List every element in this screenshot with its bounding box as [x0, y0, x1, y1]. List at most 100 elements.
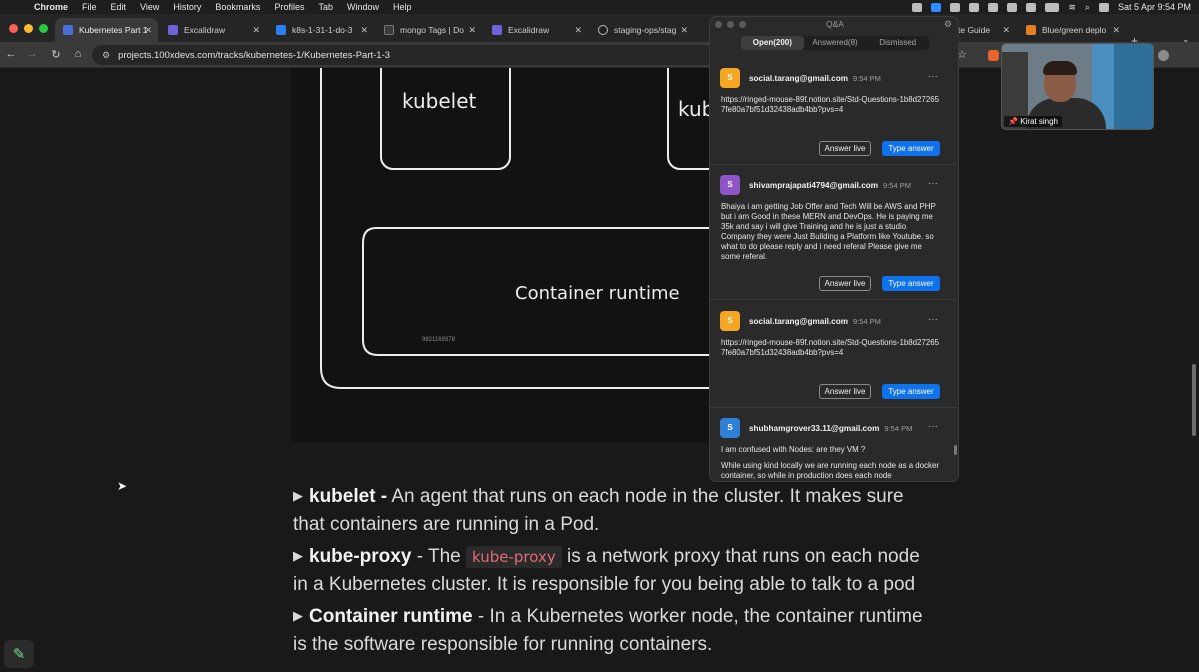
menu-bar: Chrome File Edit View History Bookmarks …: [0, 0, 1199, 14]
tab-close-icon[interactable]: ✕: [360, 24, 368, 35]
menu-file[interactable]: File: [82, 2, 97, 12]
author-email: shubhamgrover33.11@gmail.com: [749, 424, 880, 433]
tab-guide[interactable]: te Guide ✕: [956, 18, 1016, 42]
menu-history[interactable]: History: [173, 2, 202, 12]
extension-icon[interactable]: [988, 50, 999, 61]
tab-favicon-icon: [168, 25, 178, 35]
window-controls: [9, 24, 48, 33]
qa-tab-answered[interactable]: Answered(8): [812, 38, 858, 47]
participant-name: 📌 Kirat singh: [1004, 116, 1062, 127]
tab-close-icon[interactable]: ✕: [680, 24, 688, 35]
mouse-cursor-icon: ➤: [117, 479, 128, 493]
doc-text: - The: [411, 546, 466, 567]
tab-mongo-tags[interactable]: mongo Tags | Do ✕: [376, 18, 482, 42]
forward-icon[interactable]: →: [26, 48, 38, 60]
canvas-small-text: 9821169378: [422, 337, 456, 343]
qa-header: Q&A ⚙: [710, 17, 958, 33]
qa-minimize-button[interactable]: [727, 21, 734, 28]
control-center-icon[interactable]: [1098, 2, 1109, 12]
disclosure-triangle-icon[interactable]: ▶: [293, 608, 303, 623]
divider: [710, 407, 958, 408]
divider: [710, 164, 958, 165]
search-icon[interactable]: ⌕: [1084, 1, 1090, 12]
qa-close-button[interactable]: [715, 21, 722, 28]
menu-profiles[interactable]: Profiles: [274, 2, 305, 12]
qa-tab-dismissed[interactable]: Dismissed: [879, 38, 917, 47]
doc-text: - In a Kubernetes worker node, the conta…: [293, 606, 923, 655]
status-icon[interactable]: [1026, 2, 1037, 12]
type-answer-button[interactable]: Type answer: [882, 141, 940, 156]
more-options-icon[interactable]: ···: [928, 314, 938, 325]
doc-term: Container runtime: [309, 606, 473, 627]
wifi-icon[interactable]: ≋: [1068, 1, 1076, 12]
doc-term: kubelet -: [309, 486, 388, 507]
kubelet-box: [380, 68, 511, 170]
type-answer-button[interactable]: Type answer: [882, 276, 940, 291]
zoom-window-button[interactable]: [39, 24, 48, 33]
doc-text: An agent that runs on each node in the c…: [293, 486, 904, 535]
status-icon[interactable]: [912, 2, 923, 12]
status-icon[interactable]: [969, 2, 980, 12]
menu-tab[interactable]: Tab: [318, 2, 333, 12]
back-icon[interactable]: ←: [5, 48, 17, 60]
site-info-icon[interactable]: ⚙: [102, 49, 111, 60]
tab-close-icon[interactable]: ✕: [468, 24, 476, 35]
status-icon[interactable]: [988, 2, 999, 12]
menu-app-name[interactable]: Chrome: [34, 2, 69, 12]
tab-kubernetes-part-1[interactable]: Kubernetes Part 1 ✕: [55, 18, 158, 42]
kube-proxy-label: kub: [678, 97, 711, 121]
menu-clock[interactable]: Sat 5 Apr 9:54 PM: [1117, 2, 1191, 12]
bookmark-star-icon[interactable]: ☆: [957, 49, 967, 61]
status-icon[interactable]: [950, 2, 961, 12]
type-answer-button[interactable]: Type answer: [882, 384, 940, 399]
answer-live-button[interactable]: Answer live: [819, 384, 871, 399]
qa-zoom-button[interactable]: [739, 21, 746, 28]
minimize-window-button[interactable]: [24, 24, 33, 33]
tab-github-staging-ops[interactable]: staging-ops/stag ✕: [590, 18, 694, 42]
tab-close-icon[interactable]: ✕: [574, 24, 582, 35]
home-icon[interactable]: ⌂: [74, 48, 82, 60]
qa-tab-open[interactable]: Open(200): [741, 36, 804, 50]
pin-icon: 📌: [1008, 117, 1018, 126]
status-icon[interactable]: [1007, 2, 1018, 12]
qa-settings-icon[interactable]: ⚙: [943, 19, 952, 29]
close-window-button[interactable]: [9, 24, 18, 33]
page-scrollbar[interactable]: [1192, 364, 1196, 436]
menu-window[interactable]: Window: [346, 2, 379, 12]
profile-avatar-icon[interactable]: [1158, 50, 1169, 61]
container-runtime-box: [362, 227, 711, 356]
tab-close-icon[interactable]: ✕: [144, 24, 152, 35]
tab-search-icon[interactable]: ⌄: [1182, 34, 1190, 44]
battery-icon[interactable]: [1045, 2, 1060, 12]
qa-scrollbar[interactable]: [954, 445, 957, 455]
user-avatar: S: [720, 311, 740, 331]
tab-close-icon[interactable]: ✕: [252, 24, 260, 35]
address-url[interactable]: projects.100xdevs.com/tracks/kubernetes-…: [118, 49, 391, 61]
more-options-icon[interactable]: ···: [928, 421, 938, 432]
tab-excalidraw-2[interactable]: Excalidraw ✕: [484, 18, 588, 42]
menu-view[interactable]: View: [140, 2, 160, 12]
annotate-pencil-button[interactable]: ✎: [4, 640, 34, 668]
more-options-icon[interactable]: ···: [928, 71, 938, 82]
participant-video[interactable]: 📌 Kirat singh: [1001, 43, 1154, 130]
disclosure-triangle-icon[interactable]: ▶: [293, 548, 303, 563]
zoom-icon[interactable]: [931, 2, 942, 12]
menu-bookmarks[interactable]: Bookmarks: [215, 2, 261, 12]
tab-k8s-cluster[interactable]: k8s-1-31-1-do-3 ✕: [268, 18, 374, 42]
answer-live-button[interactable]: Answer live: [819, 276, 871, 291]
tab-close-icon[interactable]: ✕: [1002, 24, 1010, 35]
menu-help[interactable]: Help: [392, 2, 412, 12]
node-outline: [320, 68, 711, 389]
disclosure-triangle-icon[interactable]: ▶: [293, 488, 303, 503]
tab-blue-green-deploy[interactable]: Blue/green deplo ✕: [1018, 18, 1126, 42]
menu-edit[interactable]: Edit: [110, 2, 127, 12]
new-tab-button[interactable]: +: [1131, 34, 1139, 48]
tab-close-icon[interactable]: ✕: [1112, 24, 1120, 35]
tab-excalidraw[interactable]: Excalidraw ✕: [160, 18, 266, 42]
answer-live-button[interactable]: Answer live: [819, 141, 871, 156]
question-text: Bhaiya i am getting Job Offer and Tech W…: [721, 202, 936, 262]
reload-icon[interactable]: ↻: [51, 49, 61, 61]
more-options-icon[interactable]: ···: [928, 178, 938, 189]
